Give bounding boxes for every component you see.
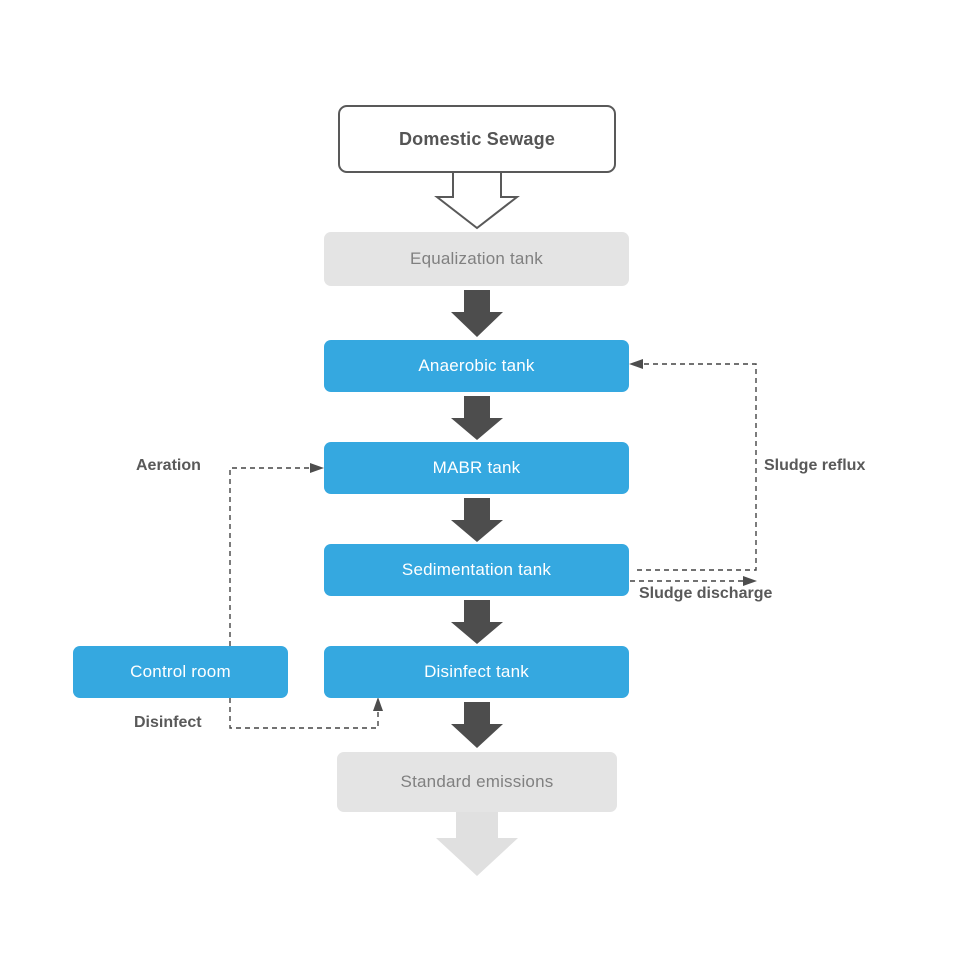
block-arrow-disinfect-to-emissions xyxy=(451,702,503,748)
node-label-domestic-sewage: Domestic Sewage xyxy=(398,128,556,149)
arrowhead-sludge-reflux xyxy=(629,359,643,369)
node-domestic-sewage[interactable]: Domestic Sewage xyxy=(338,105,616,173)
node-label-anaerobic-tank: Anaerobic tank xyxy=(418,356,535,375)
dashed-edge-disinfect xyxy=(229,698,379,729)
node-sedimentation-tank[interactable]: Sedimentation tank xyxy=(324,544,629,596)
edge-label-disinfect: Disinfect xyxy=(134,714,202,731)
node-disinfect-tank[interactable]: Disinfect tank xyxy=(324,646,629,698)
outlined-block-arrow-sewage-to-equalization xyxy=(434,171,520,230)
block-arrow-equalization-to-anaerobic xyxy=(451,290,503,337)
edge-label-sludge-discharge: Sludge discharge xyxy=(639,585,773,602)
node-label-control-room: Control room xyxy=(130,662,231,681)
dashed-edge-sludge-reflux xyxy=(637,363,757,571)
block-arrow-mabr-to-sedimentation xyxy=(451,498,503,542)
node-label-equalization-tank: Equalization tank xyxy=(410,249,543,268)
arrowhead-aeration xyxy=(310,463,324,473)
dashed-edge-aeration xyxy=(229,467,315,646)
node-anaerobic-tank[interactable]: Anaerobic tank xyxy=(324,340,629,392)
arrowhead-disinfect xyxy=(373,697,383,711)
edge-label-aeration: Aeration xyxy=(136,457,201,474)
block-arrow-anaerobic-to-mabr xyxy=(451,396,503,440)
node-control-room[interactable]: Control room xyxy=(73,646,288,698)
block-arrow-sedimentation-to-disinfect xyxy=(451,600,503,644)
node-equalization-tank[interactable]: Equalization tank xyxy=(324,232,629,286)
node-label-mabr-tank: MABR tank xyxy=(432,458,521,477)
node-label-disinfect-tank: Disinfect tank xyxy=(424,662,529,681)
node-mabr-tank[interactable]: MABR tank xyxy=(324,442,629,494)
block-arrow-emissions-outflow xyxy=(436,812,518,876)
node-label-standard-emissions: Standard emissions xyxy=(400,772,554,791)
node-standard-emissions[interactable]: Standard emissions xyxy=(337,752,617,812)
edge-label-sludge-reflux: Sludge reflux xyxy=(764,457,866,474)
node-label-sedimentation-tank: Sedimentation tank xyxy=(401,560,552,579)
